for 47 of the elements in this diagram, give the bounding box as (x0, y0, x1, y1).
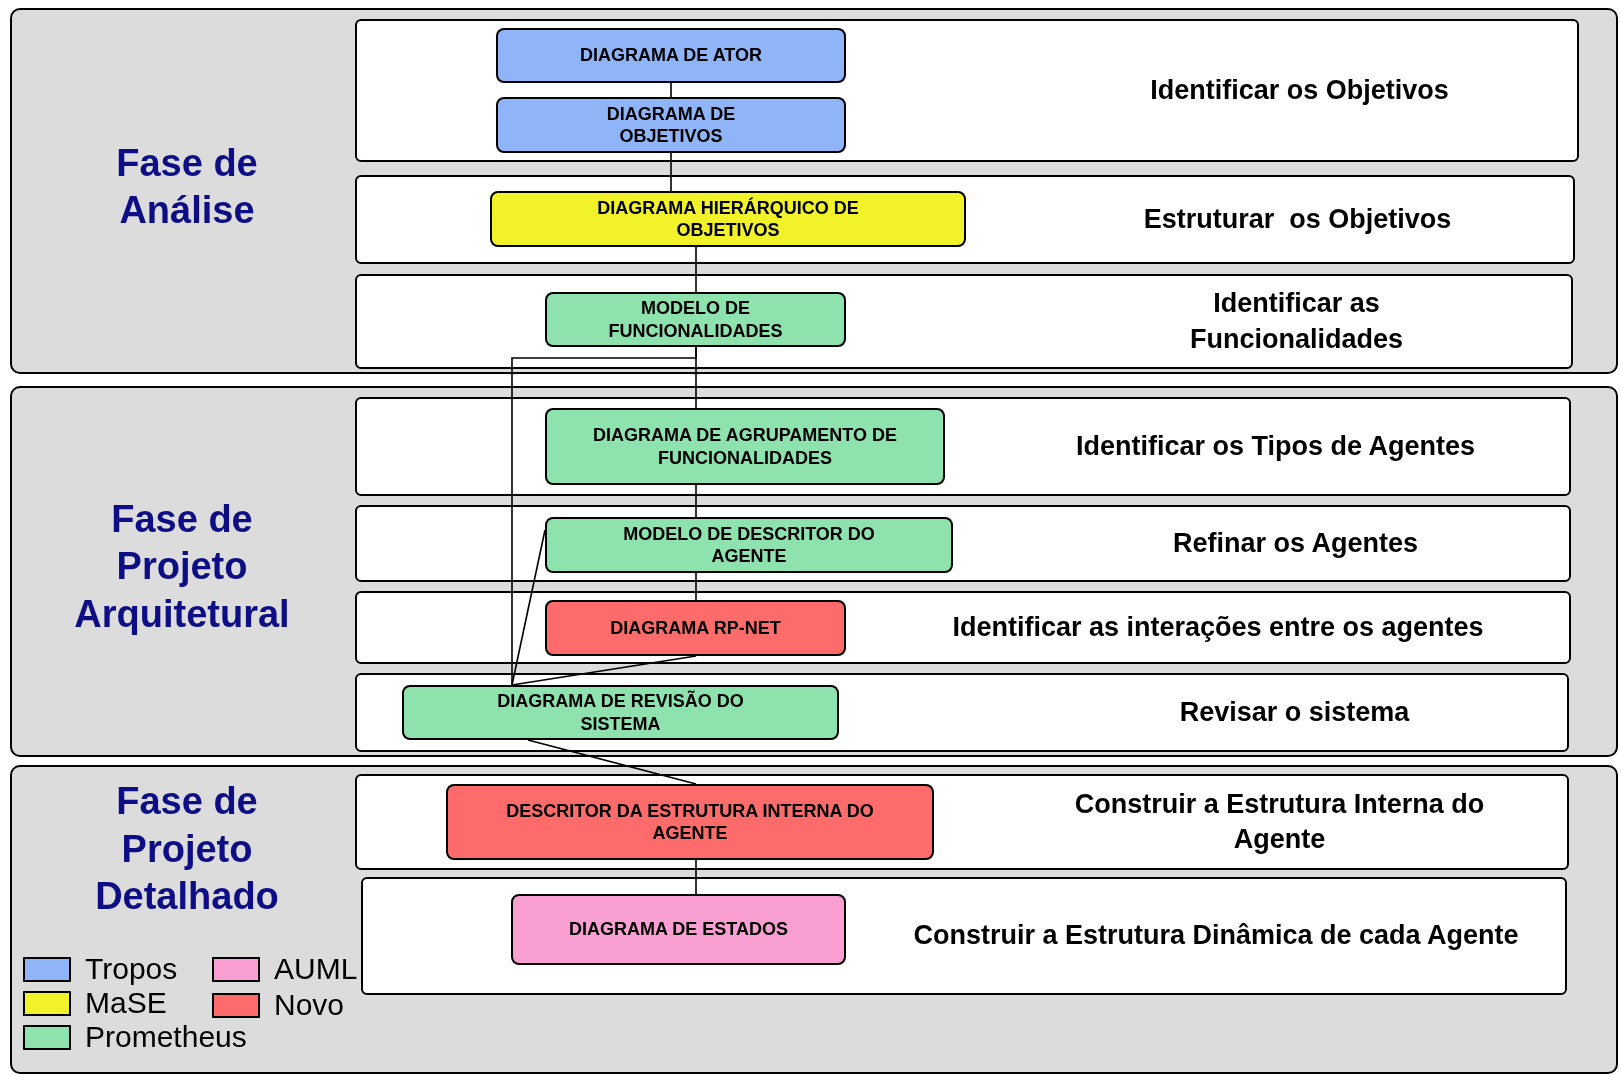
diagram-box: DIAGRAMA HIERÁRQUICO DE OBJETIVOS (490, 191, 966, 247)
connector-line (695, 859, 697, 895)
activity-text: Revisar o sistema (1179, 695, 1410, 729)
diagram-box: DESCRITOR DA ESTRUTURA INTERNA DO AGENTE (446, 784, 934, 860)
diagram-box: DIAGRAMA DE OBJETIVOS (496, 97, 846, 153)
activity-row (355, 175, 1575, 264)
activity-text: Estruturar os Objetivos (1143, 202, 1452, 236)
diagram-box: DIAGRAMA DE REVISÃO DO SISTEMA (402, 685, 839, 740)
connector-line (511, 346, 697, 686)
legend-label: Tropos (85, 952, 178, 986)
phase-panel (10, 8, 1618, 374)
diagram-box: MODELO DE FUNCIONALIDADES (545, 292, 846, 347)
activity-text: Refinar os Agentes (1172, 526, 1419, 560)
activity-row (361, 877, 1567, 995)
activity-row (355, 774, 1569, 870)
legend-label: MaSE (85, 986, 167, 1020)
diagram-box: DIAGRAMA DE ESTADOS (511, 894, 846, 965)
phase-panel (10, 386, 1618, 757)
activity-row (355, 274, 1573, 369)
diagram-box: DIAGRAMA RP-NET (545, 600, 846, 656)
activity-row (355, 397, 1571, 496)
activity-text: Identificar as interações entre os agentes (952, 610, 1484, 644)
phase-panel (10, 765, 1618, 1074)
connector-line (695, 572, 697, 601)
phase-title: Fase de Projeto Detalhado (94, 779, 280, 920)
activity-row (355, 591, 1571, 664)
activity-row (355, 505, 1571, 582)
activity-row (355, 673, 1569, 752)
legend-label: Novo (274, 988, 345, 1022)
phase-title: Fase de Análise (115, 140, 259, 233)
activity-text: Identificar as Funcionalidades (1188, 287, 1404, 356)
diagram-box: MODELO DE DESCRITOR DO AGENTE (545, 517, 953, 573)
connector-line (695, 484, 697, 518)
diagram-box: DIAGRAMA DE AGRUPAMENTO DE FUNCIONALIDADES (545, 408, 945, 485)
phase-title: Fase de Projeto Arquitetural (73, 496, 291, 637)
activity-text: Construir a Estrutura Interna do Agente (1073, 787, 1486, 856)
connector-line (670, 82, 672, 98)
activity-text: Identificar os Objetivos (1150, 73, 1449, 107)
connector-line (670, 152, 672, 192)
connector-line (511, 529, 546, 686)
activity-text: Construir a Estrutura Dinâmica de cada Agente (913, 919, 1519, 953)
diagram-box: DIAGRAMA DE ATOR (496, 28, 846, 83)
legend-label: AUML (274, 952, 358, 986)
legend-label: Prometheus (85, 1020, 247, 1054)
connector-line (695, 246, 697, 293)
activity-row (355, 19, 1579, 162)
activity-text: Identificar os Tipos de Agentes (1075, 429, 1476, 463)
